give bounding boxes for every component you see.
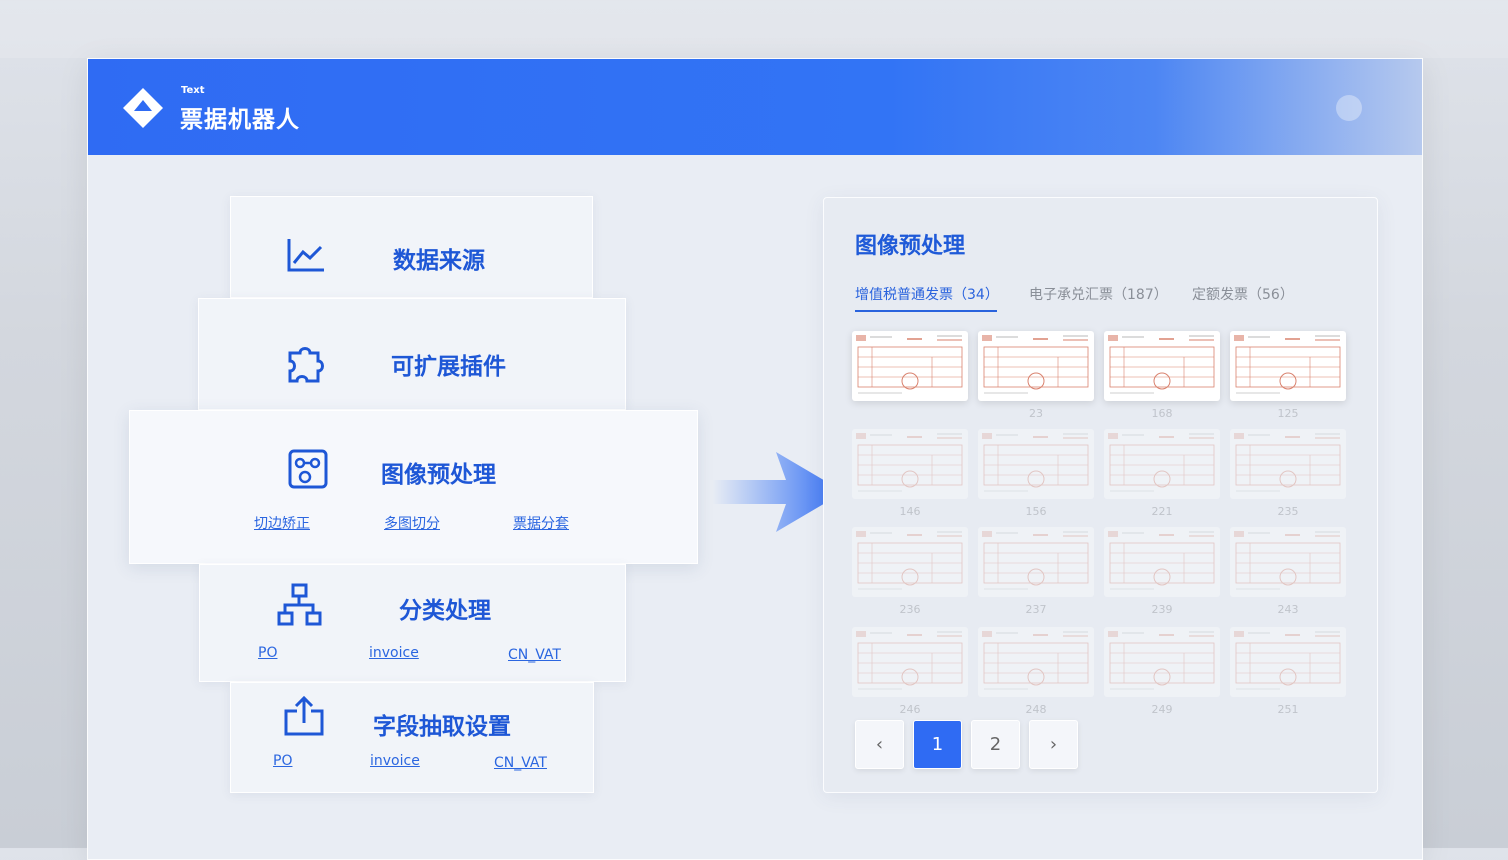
tab-vat-invoice[interactable]: 增值税普通发票（34） bbox=[855, 287, 999, 303]
invoice-thumbnail[interactable] bbox=[978, 429, 1094, 499]
invoice-thumbnail[interactable] bbox=[1230, 429, 1346, 499]
thumbnail-number: 251 bbox=[1277, 703, 1299, 716]
thumbnail-number: 221 bbox=[1151, 505, 1173, 518]
page-2-button[interactable]: 2 bbox=[971, 720, 1020, 769]
thumbnail-number: 146 bbox=[899, 505, 921, 518]
link-invoice[interactable]: invoice bbox=[369, 645, 419, 661]
invoice-thumbnail[interactable] bbox=[852, 627, 968, 697]
thumbnail-number: 248 bbox=[1025, 703, 1047, 716]
arrow-right-icon bbox=[712, 452, 844, 532]
thumbnail-number: 23 bbox=[1029, 407, 1043, 420]
thumbnail-number: 156 bbox=[1025, 505, 1047, 518]
hierarchy-icon bbox=[277, 583, 322, 626]
prev-page-button[interactable]: ‹ bbox=[855, 720, 904, 769]
invoice-thumbnail[interactable] bbox=[1104, 627, 1220, 697]
user-avatar[interactable] bbox=[1336, 95, 1362, 121]
invoice-thumbnail[interactable] bbox=[852, 331, 968, 401]
invoice-thumbnail[interactable] bbox=[1104, 429, 1220, 499]
thumbnail-number: 236 bbox=[899, 603, 921, 616]
app-logo-icon bbox=[123, 88, 163, 128]
thumbnail-number: 246 bbox=[899, 703, 921, 716]
invoice-thumbnail[interactable] bbox=[978, 331, 1094, 401]
tab-quota-invoice[interactable]: 定额发票（56） bbox=[1192, 287, 1294, 303]
step-title: 分类处理 bbox=[399, 598, 491, 624]
app-subtitle: Text bbox=[181, 85, 205, 96]
invoice-thumbnail[interactable] bbox=[852, 429, 968, 499]
invoice-thumbnail[interactable] bbox=[1230, 527, 1346, 597]
page-1-button[interactable]: 1 bbox=[913, 720, 962, 769]
step-card-image-preprocess[interactable]: 图像预处理 切边矫正 多图切分 票据分套 bbox=[129, 410, 698, 564]
invoice-thumbnail[interactable] bbox=[1104, 527, 1220, 597]
invoice-thumbnail[interactable] bbox=[978, 627, 1094, 697]
next-page-button[interactable]: › bbox=[1029, 720, 1078, 769]
link-bill-grouping[interactable]: 票据分套 bbox=[513, 516, 569, 532]
preview-panel: 图像预处理 增值税普通发票（34） 电子承兑汇票（187） 定额发票（56） 2… bbox=[823, 197, 1378, 793]
step-title: 图像预处理 bbox=[381, 462, 496, 488]
panel-title: 图像预处理 bbox=[855, 234, 966, 259]
thumbnail-number: 243 bbox=[1277, 603, 1299, 616]
link-cn-vat[interactable]: CN_VAT bbox=[508, 647, 561, 663]
link-po[interactable]: PO bbox=[273, 753, 293, 769]
thumbnail-number: 249 bbox=[1151, 703, 1173, 716]
line-chart-icon bbox=[287, 239, 324, 272]
link-crop-correct[interactable]: 切边矫正 bbox=[254, 516, 310, 532]
upload-icon bbox=[284, 695, 324, 736]
thumbnail-number: 237 bbox=[1025, 603, 1047, 616]
invoice-thumbnail[interactable] bbox=[1230, 331, 1346, 401]
thumbnail-number: 239 bbox=[1151, 603, 1173, 616]
thumbnail-number: 168 bbox=[1151, 407, 1173, 420]
invoice-thumbnail[interactable] bbox=[852, 527, 968, 597]
puzzle-icon bbox=[288, 347, 324, 383]
active-tab-indicator bbox=[855, 310, 997, 312]
tab-e-acceptance[interactable]: 电子承兑汇票（187） bbox=[1029, 287, 1168, 303]
link-cn-vat[interactable]: CN_VAT bbox=[494, 755, 547, 771]
invoice-thumbnail[interactable] bbox=[978, 527, 1094, 597]
thumbnail-number: 235 bbox=[1277, 505, 1299, 518]
app-title: 票据机器人 bbox=[180, 107, 300, 133]
link-po[interactable]: PO bbox=[258, 645, 278, 661]
thumbnail-number: 125 bbox=[1277, 407, 1299, 420]
step-card-data-source[interactable]: 数据来源 bbox=[230, 196, 593, 298]
link-multi-split[interactable]: 多图切分 bbox=[384, 516, 440, 532]
step-title: 字段抽取设置 bbox=[373, 714, 511, 740]
step-title: 可扩展插件 bbox=[391, 354, 506, 380]
background-block bbox=[0, 0, 1508, 58]
step-title: 数据来源 bbox=[393, 248, 485, 274]
link-invoice[interactable]: invoice bbox=[370, 753, 420, 769]
step-card-field-extraction[interactable]: 字段抽取设置 PO invoice CN_VAT bbox=[230, 682, 594, 793]
invoice-thumbnail[interactable] bbox=[1230, 627, 1346, 697]
image-process-icon bbox=[288, 449, 328, 489]
step-card-classification[interactable]: 分类处理 PO invoice CN_VAT bbox=[199, 564, 626, 682]
header-bar: Text 票据机器人 bbox=[88, 59, 1422, 155]
invoice-thumbnail[interactable] bbox=[1104, 331, 1220, 401]
step-card-plugins[interactable]: 可扩展插件 bbox=[198, 298, 626, 410]
